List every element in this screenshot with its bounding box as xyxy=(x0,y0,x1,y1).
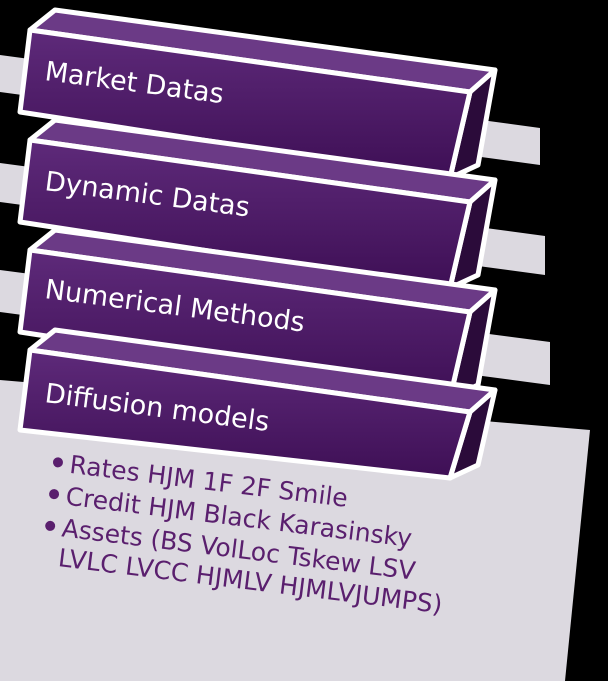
bullet-dot xyxy=(45,520,56,531)
layer-bar-dynamic-datas: Dynamic Datas xyxy=(17,117,498,291)
bullet-dot xyxy=(49,489,60,500)
layer-bar-numerical-methods: Numerical Methods xyxy=(17,227,498,401)
layer-bar-diffusion-models: Diffusion models xyxy=(17,327,498,481)
bullet-dot xyxy=(52,457,63,468)
